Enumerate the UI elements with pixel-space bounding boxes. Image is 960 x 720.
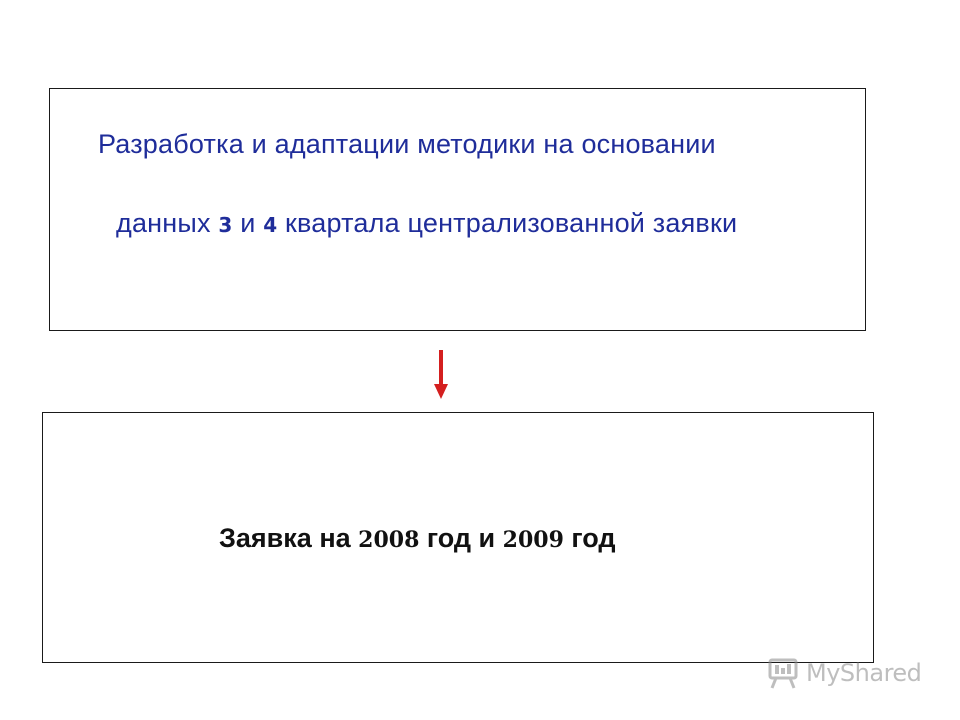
methodology-line-1-text: Разработка и адаптации методики на основ… [98, 129, 716, 159]
line2-text-b: и [232, 208, 264, 238]
quarter-4: 4 [263, 213, 278, 237]
application-box: Заявка на 2008 год и 2009 год [42, 412, 874, 663]
application-text: Заявка на 2008 год и 2009 год [219, 523, 616, 554]
methodology-box: Разработка и адаптации методики на основ… [49, 88, 866, 331]
year-2009: 2009 [502, 527, 564, 553]
presentation-board-icon [768, 658, 798, 689]
myshared-watermark: MyShared [766, 655, 926, 691]
methodology-line-1: Разработка и адаптации методики на основ… [98, 129, 716, 160]
application-text-c: год [563, 523, 616, 553]
year-2008: 2008 [358, 527, 420, 553]
line2-text-c: квартала централизованной заявки [277, 208, 738, 238]
application-text-a: Заявка на [219, 523, 359, 553]
line2-text-a: данных [116, 208, 219, 238]
application-text-b: год и [419, 523, 503, 553]
quarter-3: 3 [218, 213, 233, 237]
watermark-text: MyShared [806, 659, 922, 687]
methodology-line-2: данных 3 и 4 квартала централизованной з… [116, 208, 737, 239]
arrow-down-icon [434, 350, 448, 399]
